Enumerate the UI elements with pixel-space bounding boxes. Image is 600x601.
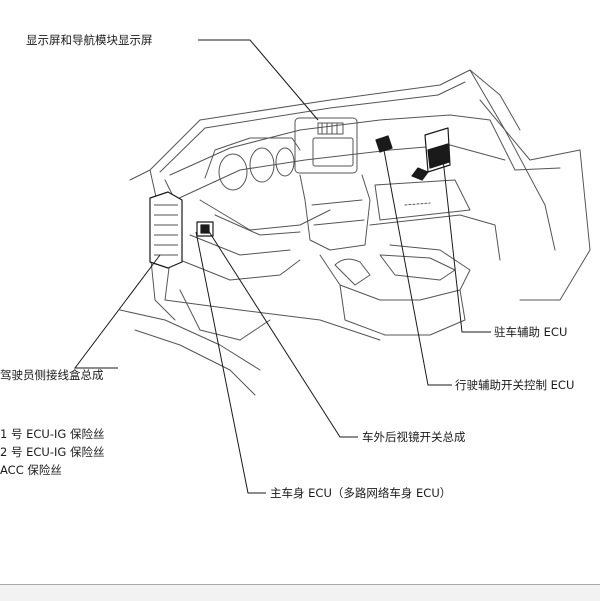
center-panel-lines bbox=[311, 199, 365, 226]
gauge-center bbox=[249, 147, 275, 183]
dash-mid-strip bbox=[214, 214, 301, 236]
center-stack bbox=[299, 174, 371, 251]
leader-junction bbox=[73, 254, 161, 369]
fuse-item: 2 号 ECU-IG 保险丝 bbox=[0, 445, 105, 459]
fuse-list: 1 号 ECU-IG 保险丝 2 号 ECU-IG 保险丝 ACC 保险丝 bbox=[0, 425, 104, 479]
display-screen bbox=[312, 137, 354, 167]
floor-line bbox=[164, 299, 381, 341]
junction-block bbox=[149, 191, 183, 269]
main-body-ecu-core bbox=[200, 224, 210, 234]
passenger-dash-trim bbox=[404, 202, 431, 206]
leader-mirror bbox=[207, 229, 358, 438]
leader-main-ecu bbox=[195, 231, 266, 494]
left-door-sill bbox=[119, 309, 261, 371]
console-side bbox=[339, 284, 466, 336]
label-outer-mirror-switch: 车外后视镜开关总成 bbox=[362, 430, 466, 444]
right-pillar bbox=[469, 69, 556, 251]
gauge-right bbox=[275, 147, 295, 177]
steering-column bbox=[199, 199, 331, 231]
label-driving-assist-switch-ecu: 行驶辅助开关控制 ECU bbox=[455, 378, 575, 392]
console bbox=[319, 244, 471, 301]
windshield-outline bbox=[149, 69, 521, 171]
leader-switch bbox=[382, 144, 452, 386]
footer-bar bbox=[0, 584, 600, 601]
shifter bbox=[334, 258, 371, 286]
dash-top bbox=[169, 114, 491, 176]
label-display-module: 显示屏和导航模块显示屏 bbox=[26, 33, 153, 47]
glovebox bbox=[374, 179, 471, 221]
junction-block-detail bbox=[154, 204, 178, 256]
windshield-inner bbox=[159, 81, 466, 173]
passenger-dash-lower bbox=[369, 214, 501, 261]
switch-ecu bbox=[375, 135, 393, 153]
leader-parking bbox=[441, 149, 491, 333]
fuse-item: ACC 保险丝 bbox=[0, 463, 62, 477]
label-main-body-ecu: 主车身 ECU（多路网络车身 ECU） bbox=[270, 486, 452, 500]
leader-display bbox=[198, 39, 319, 121]
gauge-left bbox=[218, 153, 248, 191]
label-parking-assist-ecu: 驻车辅助 ECU bbox=[494, 325, 568, 339]
vent-slats bbox=[321, 122, 338, 135]
right-door-inner bbox=[489, 119, 561, 171]
label-driver-junction-block: 驾驶员侧接线盒总成 bbox=[0, 368, 104, 382]
display-top-vent bbox=[317, 122, 344, 135]
knee-panel bbox=[179, 259, 301, 281]
fuse-item: 1 号 ECU-IG 保险丝 bbox=[0, 427, 105, 441]
armrest bbox=[379, 254, 456, 281]
display-bezel bbox=[294, 117, 358, 174]
dash-front bbox=[174, 144, 506, 201]
parking-ecu-bracket bbox=[411, 167, 429, 181]
right-door bbox=[479, 99, 591, 301]
seat-left bbox=[179, 289, 271, 341]
steering-lower bbox=[189, 234, 291, 256]
left-door-sill-2 bbox=[134, 329, 256, 396]
